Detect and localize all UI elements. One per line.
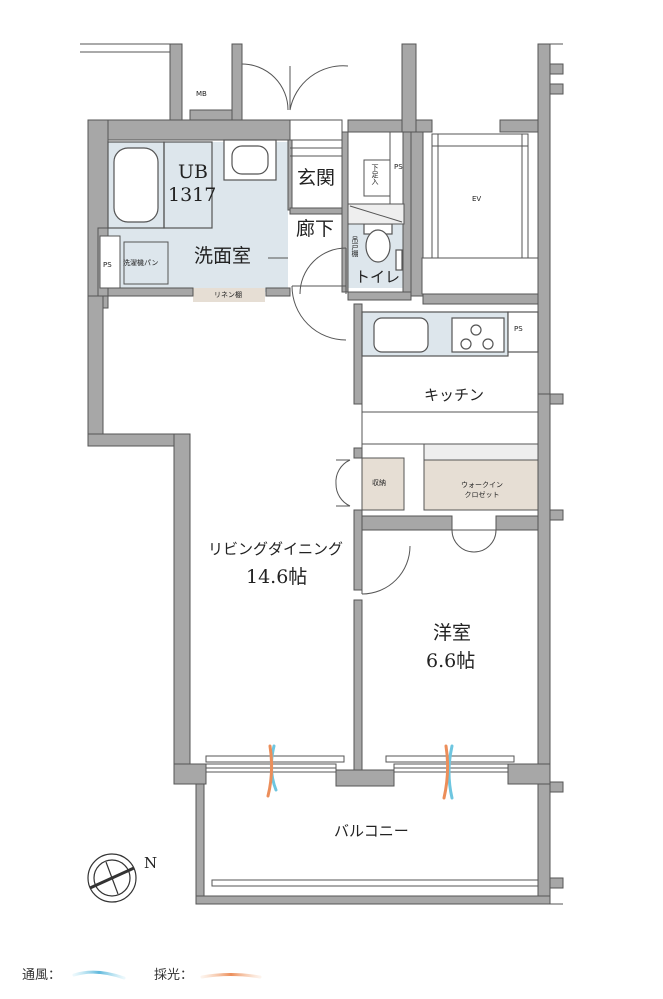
compass-north-label: N: [144, 854, 158, 872]
living-name-label: リビングダイニング: [208, 540, 344, 558]
ub-label: UB: [178, 161, 208, 183]
walkin-closet-label-1: ウォークイン: [461, 481, 503, 489]
western-room-label: 洋室: [433, 622, 472, 644]
legend-daylight: 採光：: [154, 968, 194, 983]
airflow-indicators: [266, 744, 454, 800]
doors: [241, 63, 497, 595]
kitchen-label: キッチン: [424, 386, 485, 404]
genkan-label: 玄関: [297, 167, 336, 189]
legend-swatches: [72, 970, 262, 980]
walkin-closet-label-2: クロゼット: [464, 491, 500, 499]
ev-label: EV: [472, 195, 482, 203]
hanging-shelf-label: 吊戸棚: [351, 236, 359, 257]
walls: [87, 43, 564, 905]
bathtub: [107, 141, 213, 229]
washer-pan: [99, 235, 169, 289]
kitchen-counter: [361, 311, 539, 357]
washer-pan-label: 洗濯機パン: [123, 259, 159, 267]
ub-code-label: 1317: [168, 184, 217, 206]
storage-label: 収納: [372, 479, 386, 487]
toilet-label: トイレ: [355, 268, 401, 286]
wash-basin: [223, 139, 277, 181]
mb-label: MB: [196, 90, 207, 98]
corridor-label: 廊下: [296, 218, 335, 240]
compass-icon: [87, 853, 137, 903]
legend-ventilation: 通風：: [22, 968, 62, 983]
linen-shelf-label: リネン棚: [214, 291, 242, 299]
shoe-cabinet-label: 下足入: [371, 164, 379, 185]
genkan: [289, 119, 405, 225]
closets: [361, 404, 539, 511]
toilet-fixture: [363, 223, 403, 271]
site-lines: [80, 43, 563, 905]
western-size-label: 6.6帖: [426, 650, 476, 672]
balcony-label: バルコニー: [334, 822, 409, 840]
ps-label-left: PS: [103, 261, 112, 269]
storage-areas: [193, 288, 538, 510]
ps-label-kitchen: PS: [514, 325, 523, 333]
living-size-label: 14.6帖: [246, 566, 308, 588]
washroom-label: 洗面室: [194, 245, 252, 267]
ps-label-top: PS: [394, 163, 403, 171]
elevator: [421, 133, 539, 295]
